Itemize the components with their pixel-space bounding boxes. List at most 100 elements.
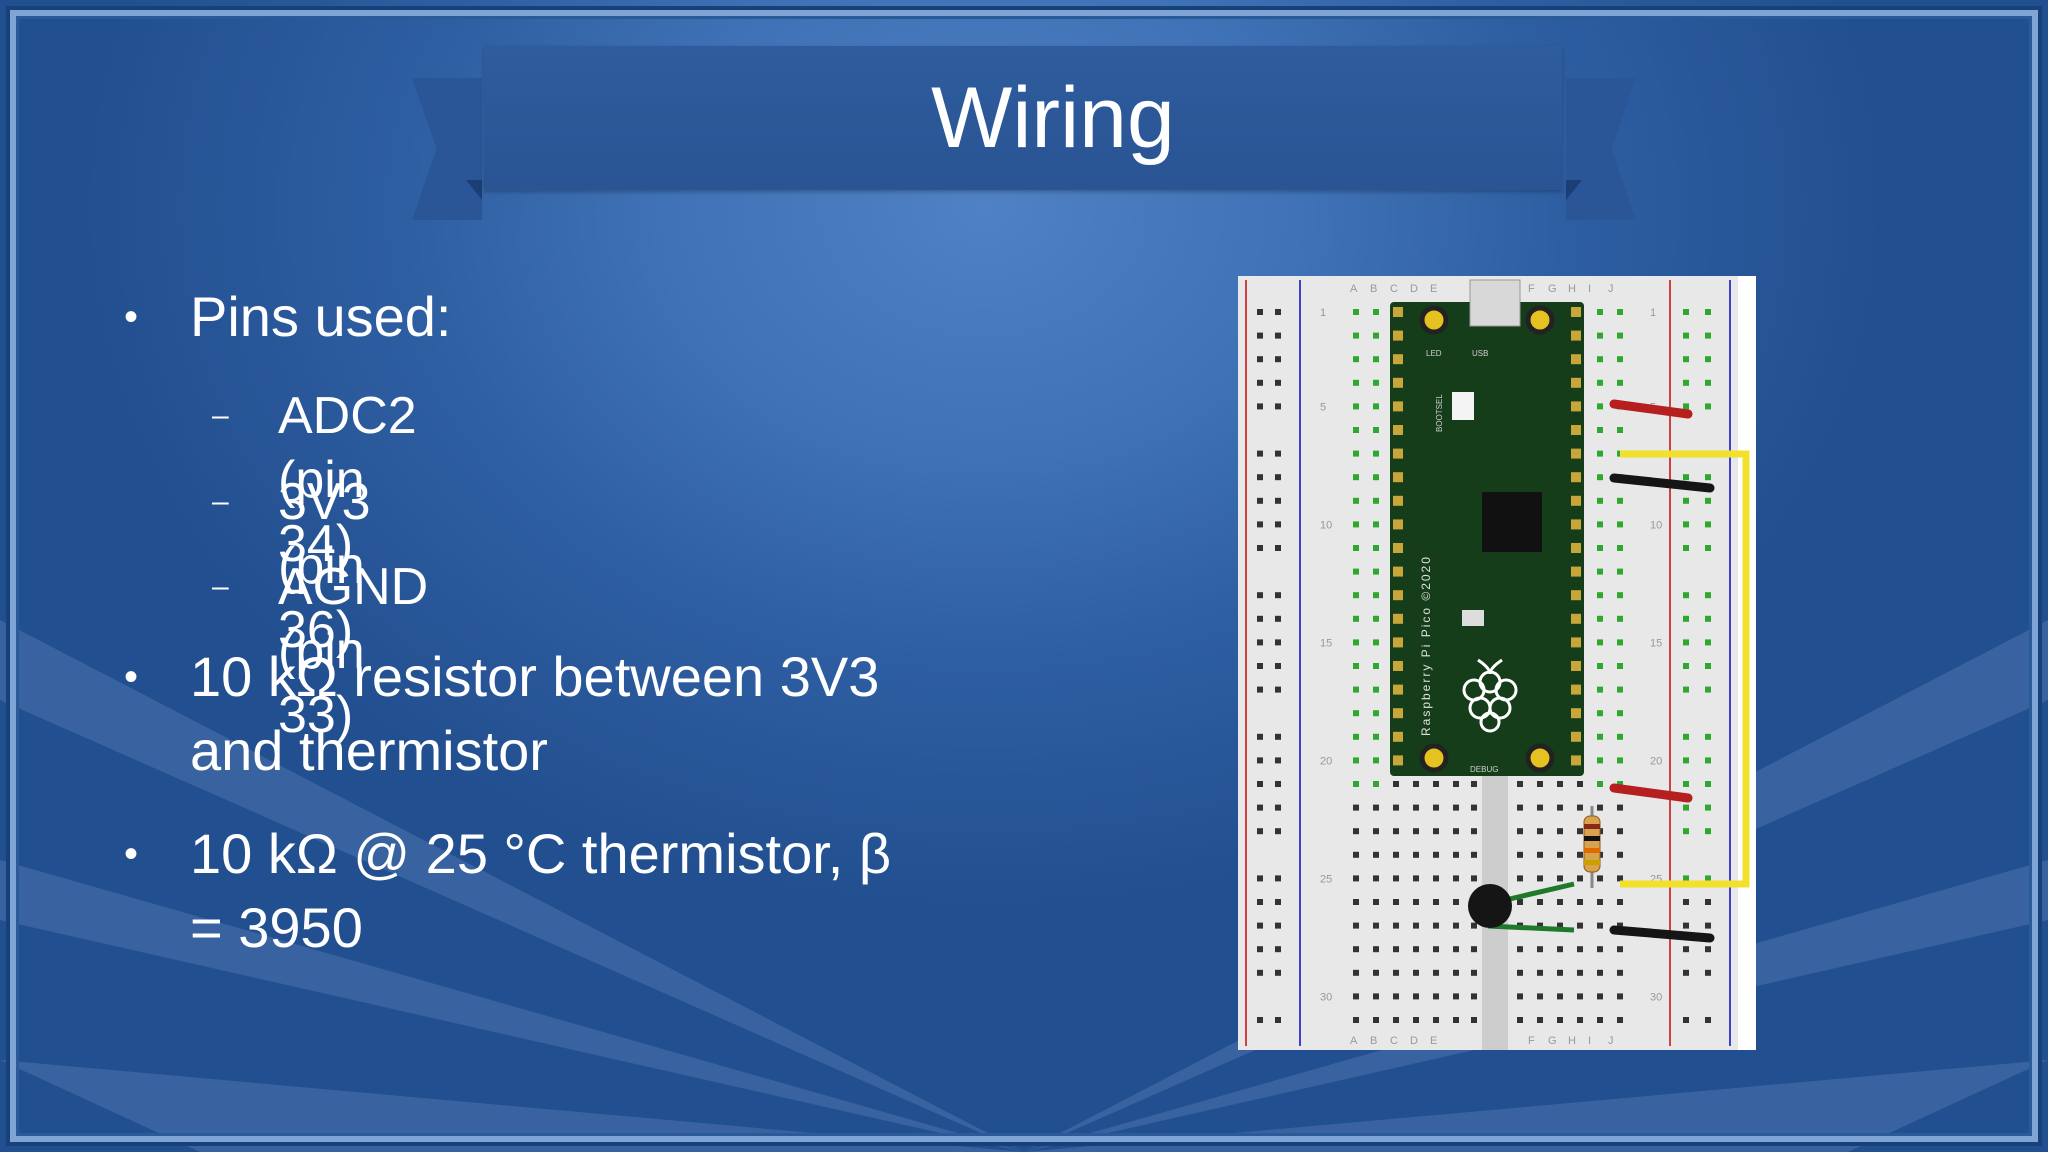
breadboard-hole <box>1597 356 1603 363</box>
breadboard-hole <box>1683 946 1689 953</box>
breadboard-hole <box>1393 899 1399 905</box>
mount-hole-bl <box>1419 743 1449 773</box>
breadboard-hole <box>1353 969 1359 976</box>
row-label: 30 <box>1650 991 1662 1003</box>
dash-glyph: – <box>212 570 229 603</box>
sub-bullet-3v3: – 3V3 (pin 36) <box>212 470 371 662</box>
breadboard-hole <box>1275 639 1281 646</box>
breadboard-hole <box>1353 899 1359 905</box>
breadboard-hole <box>1471 781 1477 787</box>
breadboard-hole <box>1705 899 1711 905</box>
row-label: 15 <box>1650 637 1662 649</box>
bullet-line: = 3950 <box>190 896 363 959</box>
column-label: H <box>1568 283 1576 295</box>
breadboard-hole <box>1393 946 1399 953</box>
mount-hole-tr <box>1525 305 1555 335</box>
breadboard-hole <box>1683 781 1689 787</box>
bullet-resistor: • 10 kΩ resistor between 3V3 and thermis… <box>124 640 990 788</box>
wire-red-bottom <box>1609 783 1693 803</box>
row-label: 1 <box>1320 307 1326 319</box>
bullet-glyph: • <box>124 295 139 339</box>
pico-pin <box>1393 661 1403 671</box>
breadboard-hole <box>1597 1017 1603 1023</box>
breadboard-hole <box>1557 899 1563 905</box>
breadboard-hole <box>1597 639 1603 646</box>
breadboard-hole <box>1597 615 1603 622</box>
breadboard-hole <box>1683 922 1689 929</box>
breadboard-hole <box>1617 592 1623 599</box>
breadboard-hole <box>1683 828 1689 835</box>
column-label: H <box>1568 1035 1576 1047</box>
breadboard-hole <box>1597 474 1603 481</box>
pico-pin <box>1571 755 1581 766</box>
breadboard-hole <box>1275 403 1281 410</box>
row-label: 20 <box>1320 755 1332 767</box>
row-label: 10 <box>1320 519 1332 531</box>
breadboard-hole <box>1393 828 1399 835</box>
breadboard-hole <box>1557 828 1563 835</box>
sub-bullet-text: ADC2 (pin 34) <box>278 387 417 573</box>
sub-bullet-agnd: – AGND (pin 33) <box>212 555 428 747</box>
breadboard-hole <box>1275 332 1281 339</box>
pico-silkscreen-label: LED <box>1426 349 1442 358</box>
breadboard-hole <box>1597 309 1603 315</box>
breadboard-hole <box>1393 851 1399 858</box>
breadboard-hole <box>1373 1017 1379 1023</box>
breadboard-hole <box>1597 781 1603 787</box>
breadboard-hole <box>1705 663 1711 669</box>
row-label: 1 <box>1650 307 1656 319</box>
breadboard-hole <box>1257 757 1263 764</box>
row-label: 10 <box>1650 519 1662 531</box>
breadboard-hole <box>1577 851 1583 858</box>
breadboard-hole <box>1353 356 1359 363</box>
breadboard-hole <box>1257 450 1263 457</box>
pico-pin <box>1393 425 1403 435</box>
breadboard-hole <box>1275 592 1281 599</box>
breadboard-hole <box>1617 757 1623 764</box>
breadboard-hole <box>1617 804 1623 811</box>
breadboard-hole <box>1517 828 1523 835</box>
raspberry-logo <box>1462 658 1518 733</box>
breadboard-hole <box>1257 804 1263 811</box>
breadboard-hole <box>1537 969 1543 976</box>
breadboard-hole <box>1257 545 1263 551</box>
slide-title[interactable]: Wiring <box>931 69 1175 166</box>
breadboard-hole <box>1373 875 1379 882</box>
pico-pin <box>1571 543 1581 553</box>
breadboard-hole <box>1353 946 1359 953</box>
breadboard-hole <box>1683 899 1689 905</box>
breadboard-hole <box>1413 922 1419 929</box>
breadboard-hole <box>1705 969 1711 976</box>
bullet-glyph: • <box>124 832 139 876</box>
breadboard-hole <box>1705 922 1711 929</box>
breadboard-hole <box>1275 804 1281 811</box>
bullet-pins-used: • Pins used: <box>124 280 990 354</box>
breadboard-hole <box>1453 851 1459 858</box>
breadboard-hole <box>1393 1017 1399 1023</box>
resistor-band <box>1584 848 1600 853</box>
breadboard-hole <box>1433 922 1439 929</box>
pico-pin <box>1571 613 1581 624</box>
breadboard-hole <box>1413 781 1419 787</box>
breadboard-hole <box>1257 474 1263 481</box>
bullet-line: 10 kΩ resistor between 3V3 <box>190 645 880 708</box>
pico-pin <box>1393 708 1403 719</box>
breadboard-hole <box>1373 568 1379 575</box>
column-label: I <box>1588 1035 1591 1047</box>
breadboard-hole <box>1557 1017 1563 1023</box>
breadboard-hole <box>1373 403 1379 410</box>
bullet-text: Pins used: <box>190 285 452 348</box>
breadboard-hole <box>1373 828 1379 835</box>
breadboard-hole <box>1597 733 1603 740</box>
breadboard-hole <box>1373 733 1379 740</box>
breadboard-hole <box>1257 922 1263 929</box>
breadboard-hole <box>1373 639 1379 646</box>
column-label: D <box>1410 283 1418 295</box>
pico-pin <box>1571 425 1581 435</box>
breadboard-hole <box>1705 828 1711 835</box>
dash-glyph: – <box>212 485 229 518</box>
breadboard-hole <box>1413 828 1419 835</box>
breadboard-image[interactable]: AABBCCDDEEFFGGHHIIJJ11551010151520202525… <box>1238 276 1756 1050</box>
breadboard-hole <box>1683 663 1689 669</box>
pico-pin <box>1571 354 1581 365</box>
